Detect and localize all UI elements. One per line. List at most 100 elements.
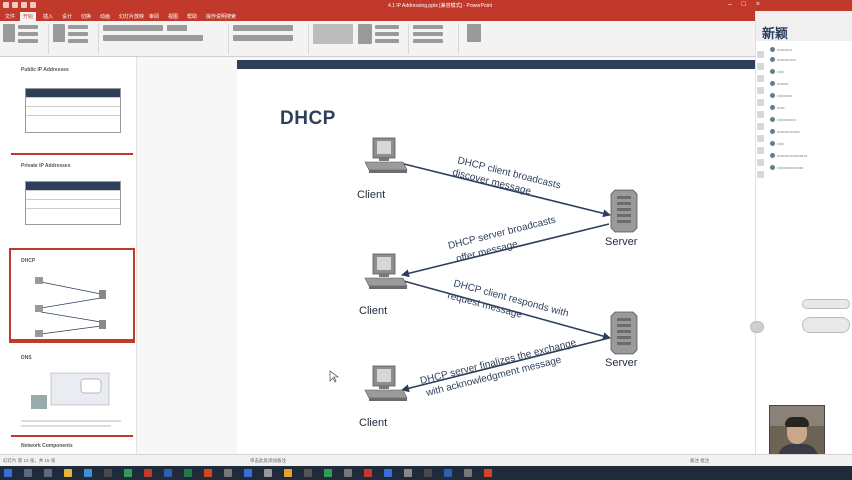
live-status-badge[interactable] — [802, 317, 850, 333]
app-icon[interactable] — [244, 469, 252, 477]
chat-app-icon[interactable] — [124, 469, 132, 477]
file-explorer-icon[interactable] — [64, 469, 72, 477]
tab-help[interactable]: 帮助 — [187, 14, 198, 20]
maximize-icon[interactable]: □ — [741, 1, 746, 8]
app-icon[interactable] — [284, 469, 292, 477]
ribbon-tabs: 文件 开始 插入 设计 切换 动画 幻灯片放映 审阅 视图 帮助 操作说明搜索 — [0, 11, 852, 21]
tab-review[interactable]: 审阅 — [149, 14, 160, 20]
slide-thumbnails-pane: Public IP Addresses Private IP Addresses… — [0, 57, 137, 454]
save-icon[interactable] — [3, 2, 9, 8]
eraser-tool-icon[interactable] — [757, 63, 764, 70]
tab-home[interactable]: 开始 — [20, 12, 37, 21]
os-taskbar — [0, 466, 852, 480]
redo-icon[interactable] — [21, 2, 27, 8]
arrow-request — [399, 279, 611, 340]
app-icon[interactable] — [464, 469, 472, 477]
clear-tool-icon[interactable] — [757, 123, 764, 130]
quick-access-toolbar[interactable] — [3, 2, 36, 8]
notes-placeholder[interactable]: 单击此处添加备注 — [250, 458, 286, 463]
tab-file[interactable]: 文件 — [5, 14, 16, 20]
window-controls[interactable]: – □ × — [728, 1, 760, 8]
pen-tool-icon[interactable] — [757, 51, 764, 58]
chat-message: ▭▭ — [770, 69, 785, 75]
thumbnail-diagram — [21, 372, 121, 427]
thumbnail-title: DHCP — [21, 258, 36, 264]
app-icon[interactable] — [364, 469, 372, 477]
thumbnail-private-ip[interactable]: Private IP Addresses — [11, 155, 133, 250]
app-icon[interactable] — [444, 469, 452, 477]
tab-view[interactable]: 视图 — [168, 14, 179, 20]
excel-icon[interactable] — [184, 469, 192, 477]
undo-icon[interactable] — [12, 2, 18, 8]
server-icon — [610, 311, 638, 355]
slide-counter: 幻灯片 第 13 张，共 15 张 — [3, 458, 56, 463]
chat-message: ▭▭▭▭▭▭▭ — [770, 165, 803, 171]
undo-tool-icon[interactable] — [757, 111, 764, 118]
app-icon[interactable] — [384, 469, 392, 477]
tab-insert[interactable]: 插入 — [43, 14, 54, 20]
settings-tool-icon[interactable] — [757, 171, 764, 178]
thumbnail-title: DNS — [21, 355, 32, 361]
app-icon[interactable] — [304, 469, 312, 477]
arrow-discover — [399, 162, 611, 218]
font-group[interactable] — [103, 24, 223, 50]
start-menu-icon[interactable] — [4, 469, 12, 477]
tab-slideshow[interactable]: 幻灯片放映 — [119, 14, 145, 20]
slide-title[interactable]: DHCP — [280, 108, 336, 129]
minimize-icon[interactable]: – — [727, 1, 732, 8]
chat-message: ▭▭▭▭ — [770, 93, 792, 99]
tab-animations[interactable]: 动画 — [100, 14, 111, 20]
thumbnail-network-components[interactable]: Network Components — [11, 437, 133, 454]
tell-me-search[interactable]: 操作说明搜索 — [206, 14, 237, 20]
clipboard-group[interactable] — [3, 24, 43, 50]
zoom-tool-icon[interactable] — [757, 147, 764, 154]
shape-tool-icon[interactable] — [757, 75, 764, 82]
word-icon[interactable] — [164, 469, 172, 477]
slide-editing-area[interactable]: DHCP DHCP client broadcasts discover mes… — [137, 57, 755, 454]
client-label: Client — [357, 189, 385, 201]
app-icon[interactable] — [204, 469, 212, 477]
terminal-icon[interactable] — [104, 469, 112, 477]
thumbnail-public-ip[interactable]: Public IP Addresses — [11, 59, 133, 155]
color-tool-icon[interactable] — [757, 99, 764, 106]
app-icon[interactable] — [344, 469, 352, 477]
pointer-tool-icon[interactable] — [757, 135, 764, 142]
share-tool-icon[interactable] — [757, 159, 764, 166]
client-label: Client — [359, 305, 387, 317]
mouse-cursor-icon — [329, 370, 339, 383]
chat-message: ▭▭▭▭▭ — [770, 57, 796, 63]
text-tool-icon[interactable] — [757, 87, 764, 94]
tab-design[interactable]: 设计 — [62, 14, 73, 20]
thumbnail-dhcp[interactable]: DHCP — [9, 248, 135, 343]
close-icon[interactable]: × — [755, 1, 760, 8]
client-label: Client — [359, 417, 387, 429]
chat-message: ▭▭▭▭ — [770, 47, 792, 53]
app-icon[interactable] — [424, 469, 432, 477]
app-icon[interactable] — [264, 469, 272, 477]
brand-logo: 新颖 — [762, 26, 789, 41]
thumbnail-dns[interactable]: DNS — [11, 347, 133, 437]
search-icon[interactable] — [24, 469, 32, 477]
server-icon — [610, 189, 638, 233]
tab-transitions[interactable]: 切换 — [81, 14, 92, 20]
app-icon[interactable] — [224, 469, 232, 477]
thumbnail-title: Private IP Addresses — [21, 163, 71, 169]
app-icon[interactable] — [324, 469, 332, 477]
browser-icon[interactable] — [84, 469, 92, 477]
voice-group[interactable] — [463, 24, 487, 50]
task-view-icon[interactable] — [44, 469, 52, 477]
editing-group[interactable] — [413, 24, 453, 50]
paragraph-group[interactable] — [233, 24, 303, 50]
present-icon[interactable] — [30, 2, 36, 8]
current-slide[interactable]: DHCP DHCP client broadcasts discover mes… — [237, 60, 755, 454]
drawing-group[interactable] — [313, 24, 403, 50]
powerpoint-icon[interactable] — [144, 469, 152, 477]
live-chat-panel: 新颖 ▭▭▭▭ ▭▭▭▭▭ ▭▭ ▭▭▭ ▭▭▭▭ ▭▭ ▭▭▭▭▭ ▭▭▭▭▭… — [750, 11, 852, 454]
app-icon[interactable] — [484, 469, 492, 477]
collapse-panel-button[interactable] — [750, 321, 764, 333]
slides-group[interactable] — [53, 24, 93, 50]
app-icon[interactable] — [404, 469, 412, 477]
status-notes-comments[interactable]: 备注 批注 — [690, 458, 710, 463]
chat-input-pill[interactable] — [802, 299, 850, 309]
thumbnail-table — [25, 181, 121, 225]
